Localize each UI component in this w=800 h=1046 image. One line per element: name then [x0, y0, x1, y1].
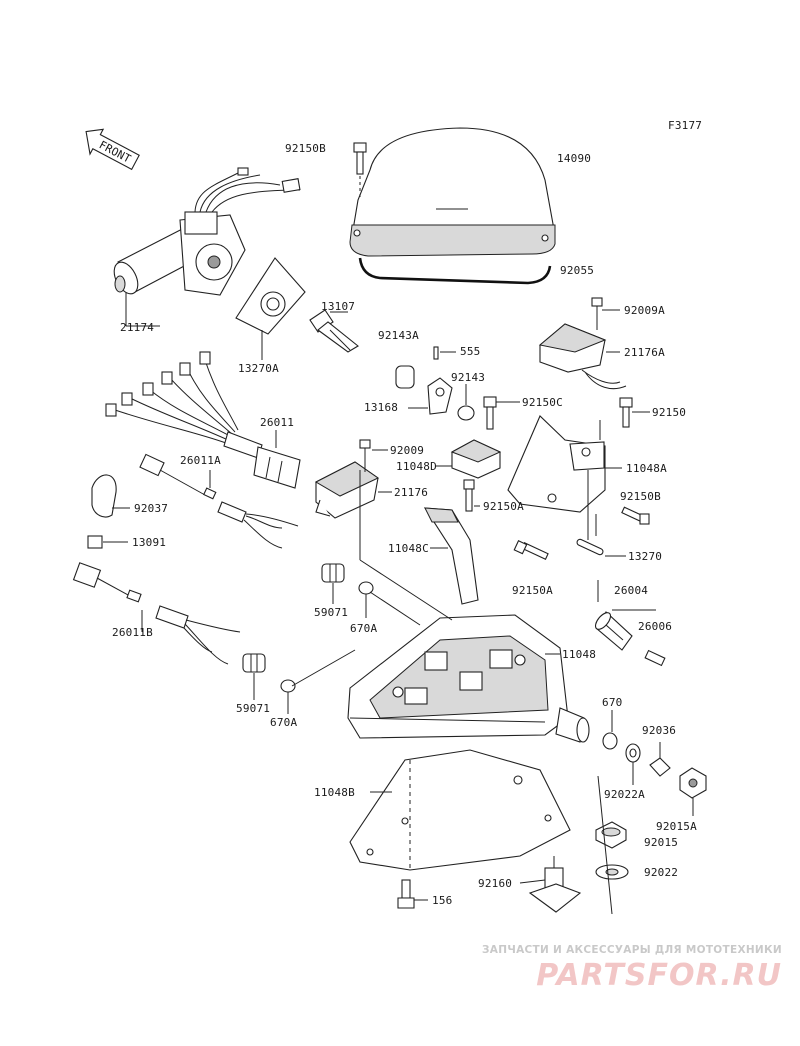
- label-670: 670: [602, 696, 622, 709]
- plate-11048b: [349, 749, 571, 871]
- label-11048a: 11048A: [626, 462, 667, 475]
- nut-92015: [595, 821, 627, 849]
- block-11048d: [450, 439, 502, 479]
- figure-code: F3177: [668, 119, 702, 132]
- label-21176: 21176: [394, 486, 428, 499]
- front-arrow-icon: FRONT: [85, 128, 140, 171]
- bolt-92150c: [483, 396, 497, 430]
- washer-92143: [457, 405, 475, 421]
- label-555: 555: [460, 345, 480, 358]
- unit-21176a: [538, 323, 627, 390]
- label-14090: 14090: [557, 152, 591, 165]
- label-92150: 92150: [652, 406, 686, 419]
- bolt-92150b-right: [621, 506, 650, 525]
- label-26004: 26004: [614, 584, 648, 597]
- label-11048d: 11048D: [396, 460, 437, 473]
- motor-21174: [113, 167, 301, 296]
- label-92015: 92015: [644, 836, 678, 849]
- bolt-92150a-upper: [463, 479, 475, 512]
- plate-13270a: [235, 257, 306, 335]
- callout-labels: 92150B 14090 92055 21174 13107 13270A 92…: [112, 142, 697, 907]
- gasket-92055: [358, 257, 552, 285]
- label-11048: 11048: [562, 648, 596, 661]
- label-92015a: 92015A: [656, 820, 697, 833]
- band-92037: [91, 474, 117, 518]
- label-26006: 26006: [638, 620, 672, 633]
- label-11048b: 11048B: [314, 786, 355, 799]
- collar-92036: [649, 757, 671, 777]
- screw-92009a: [591, 297, 603, 330]
- label-92037: 92037: [134, 502, 168, 515]
- label-92150c: 92150C: [522, 396, 563, 409]
- watermark-logo: PARTSFOR.RU: [536, 958, 782, 993]
- connector-26011a: [139, 453, 299, 549]
- label-92143: 92143: [451, 371, 485, 384]
- shaft-13107: [309, 309, 359, 353]
- label-13270: 13270: [628, 550, 662, 563]
- label-92009: 92009: [390, 444, 424, 457]
- label-13107: 13107: [321, 300, 355, 313]
- plug-26006: [644, 649, 666, 667]
- label-13168: 13168: [364, 401, 398, 414]
- lever-11048c: [423, 507, 479, 605]
- label-26011a: 26011A: [180, 454, 221, 467]
- washer-92022a: [625, 743, 641, 763]
- label-92150a-2: 92150A: [512, 584, 553, 597]
- watermark-subtitle: ЗАПЧАСТИ И АКСЕССУАРЫ ДЛЯ МОТОТЕХНИКИ: [482, 944, 782, 956]
- label-92150b: 92150B: [285, 142, 326, 155]
- cover-14090: [349, 127, 556, 257]
- label-26011: 26011: [260, 416, 294, 429]
- watermark: ЗАПЧАСТИ И АКСЕССУАРЫ ДЛЯ МОТОТЕХНИКИ PA…: [462, 944, 782, 993]
- nut-92015a: [679, 767, 707, 799]
- label-92022: 92022: [644, 866, 678, 879]
- label-92150b-2: 92150B: [620, 490, 661, 503]
- bolt-92150: [619, 397, 633, 428]
- clip-13091: [87, 535, 103, 549]
- label-11048c: 11048C: [388, 542, 429, 555]
- label-59071-2: 59071: [236, 702, 270, 715]
- bolt-156: [397, 879, 415, 909]
- label-59071-1: 59071: [314, 606, 348, 619]
- bracket-11048a: [507, 415, 606, 513]
- grommet-59071-upper: [321, 563, 345, 583]
- label-13270a: 13270A: [238, 362, 279, 375]
- label-670a-2: 670A: [270, 716, 297, 729]
- label-156: 156: [432, 894, 452, 907]
- sensor-26004: [594, 611, 633, 651]
- label-13091: 13091: [132, 536, 166, 549]
- screw-92009: [359, 439, 371, 472]
- label-92036: 92036: [642, 724, 676, 737]
- collar-92143a: [395, 365, 415, 389]
- pin-555: [433, 346, 439, 360]
- harness-26011: [105, 351, 301, 489]
- label-26011b: 26011B: [112, 626, 153, 639]
- control-box-21176: [314, 461, 379, 519]
- label-21176a: 21176A: [624, 346, 665, 359]
- label-670a-1: 670A: [350, 622, 377, 635]
- label-92160: 92160: [478, 877, 512, 890]
- bolt-92150b-top: [353, 142, 367, 200]
- bolt-92150a-lower: [513, 540, 549, 560]
- mount-92160: [528, 856, 582, 913]
- bracket-13168: [427, 377, 453, 415]
- label-92055: 92055: [560, 264, 594, 277]
- label-92022a: 92022A: [604, 788, 645, 801]
- label-21174: 21174: [120, 321, 154, 334]
- pin-13270: [576, 538, 604, 556]
- label-92009a: 92009A: [624, 304, 665, 317]
- grommet-59071-lower: [242, 653, 266, 673]
- washer-92022: [595, 864, 629, 880]
- housing-11048: [347, 614, 590, 743]
- oring-670: [602, 732, 618, 750]
- connector-26011b: [72, 562, 241, 665]
- label-92150a-1: 92150A: [483, 500, 524, 513]
- label-92143a: 92143A: [378, 329, 419, 342]
